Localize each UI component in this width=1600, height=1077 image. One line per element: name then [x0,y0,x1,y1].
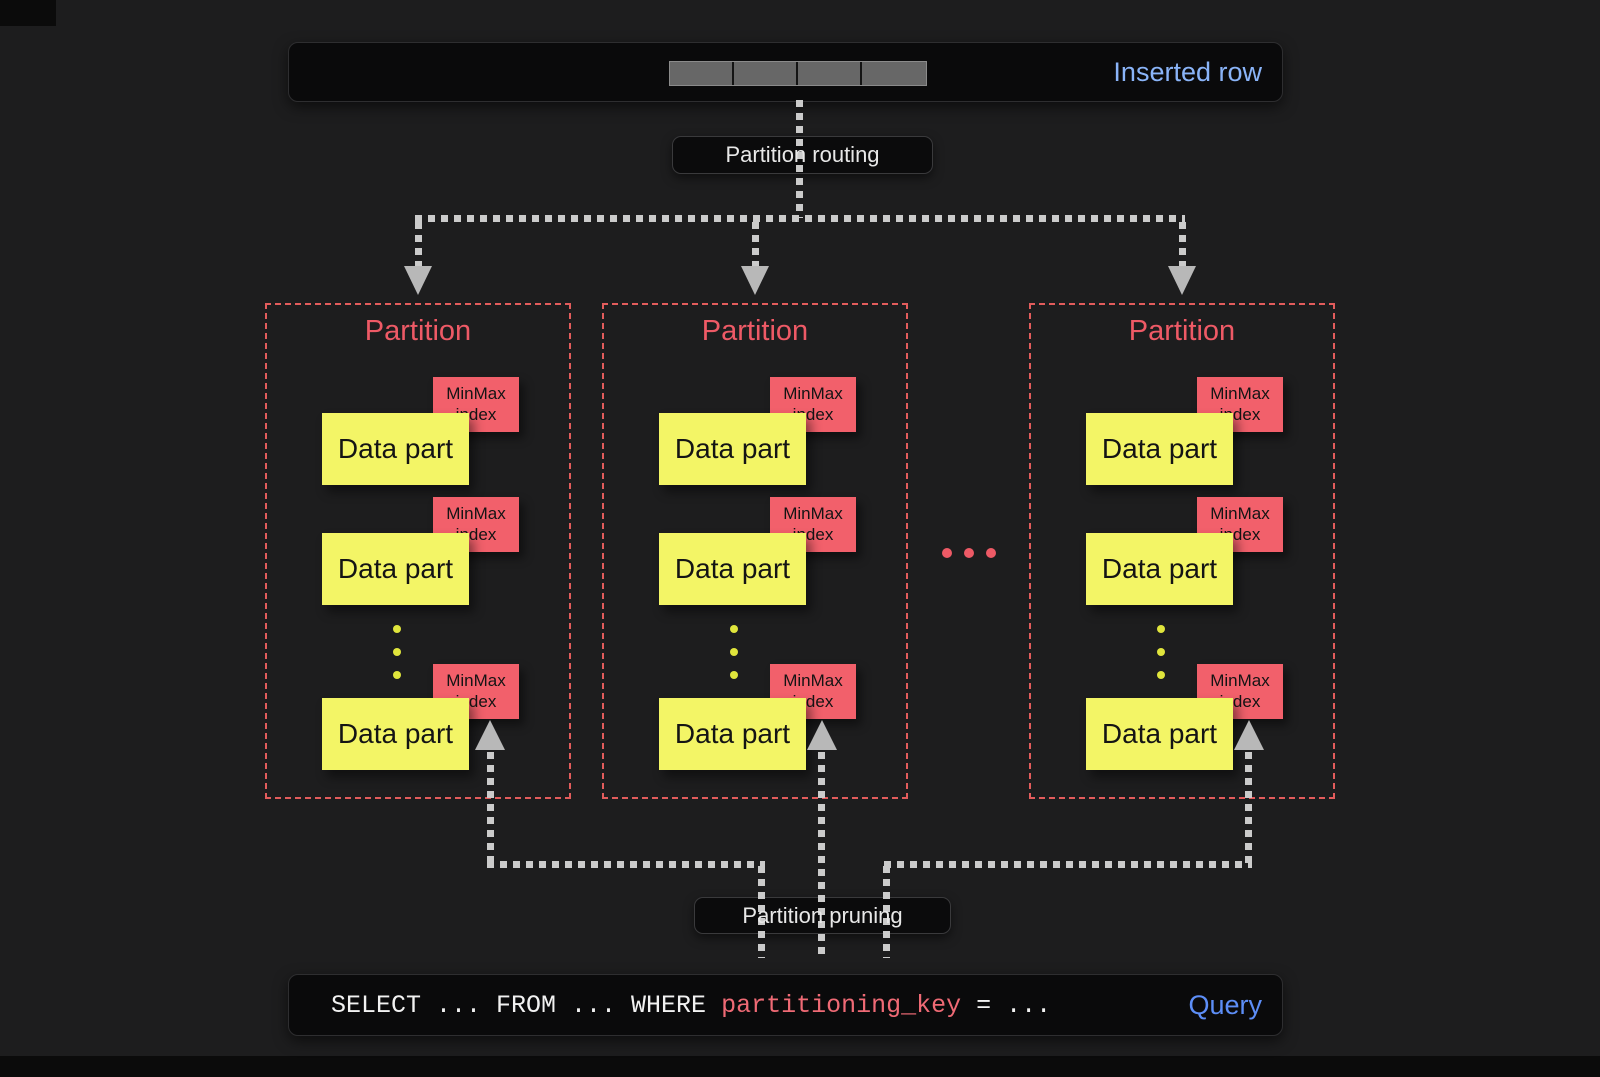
arrow-down-icon [741,266,769,295]
data-part-box: Data part [1086,698,1233,770]
more-partitions-ellipsis-icon [942,548,996,558]
pruning-line-left-horizontal [487,861,765,868]
arrow-down-icon [1168,266,1196,295]
data-part-box: Data part [322,413,469,485]
partition-box-1: Partition MinMax index Data part MinMax … [265,303,571,799]
row-segment [798,62,862,85]
query-bar: SELECT ... FROM ... WHERE partitioning_k… [288,974,1283,1036]
routing-drop-center [752,222,759,266]
partition-pruning-label: Partition pruning [742,902,903,928]
inserted-row-label: Inserted row [1113,56,1262,87]
pruning-line-left-upper [487,752,494,864]
pruning-line-right-horizontal [884,861,1252,868]
data-part-box: Data part [1086,533,1233,605]
inserted-row-bar: Inserted row [288,42,1283,102]
arrow-up-icon [807,720,837,750]
partition-box-2: Partition MinMax index Data part MinMax … [602,303,908,799]
partition-routing-label: Partition routing [725,142,880,167]
data-part-box: Data part [659,413,806,485]
row-segment [670,62,734,85]
data-part-box: Data part [322,533,469,605]
minmax-index-tag: MinMax index [1197,497,1283,552]
bottom-dark-strip [0,1056,1600,1077]
partition-title: Partition [1128,315,1236,347]
data-part-box: Data part [1086,413,1233,485]
sql-after: = ... [961,990,1052,1020]
data-part-box: Data part [659,698,806,770]
row-segment [734,62,798,85]
partition-title: Partition [364,315,472,347]
row-segment [862,62,926,85]
pruning-line-left-lower [758,866,765,958]
arrow-down-icon [404,266,432,295]
arrow-up-icon [475,720,505,750]
partition-box-3: Partition MinMax index Data part MinMax … [1029,303,1335,799]
routing-line-center [796,100,803,218]
pruning-line-right-upper [1245,752,1252,864]
more-parts-dots-icon [1157,625,1165,694]
sql-query-text: SELECT ... FROM ... WHERE partitioning_k… [331,975,1051,1035]
inserted-row-segments-icon [669,61,927,86]
routing-drop-right [1179,222,1186,266]
data-part-box: Data part [659,533,806,605]
more-parts-dots-icon [393,625,401,694]
sql-partitioning-key: partitioning_key [721,990,962,1020]
routing-branch-line [415,215,1185,222]
pruning-line-right-lower [883,866,890,958]
pruning-line-center [818,752,825,958]
sql-before: SELECT ... FROM ... WHERE [331,990,722,1020]
arrow-up-icon [1234,720,1264,750]
routing-drop-left [415,222,422,266]
data-part-box: Data part [322,698,469,770]
top-left-dark-patch [0,0,56,26]
partition-title: Partition [701,315,809,347]
more-parts-dots-icon [730,625,738,694]
query-label: Query [1188,989,1262,1020]
